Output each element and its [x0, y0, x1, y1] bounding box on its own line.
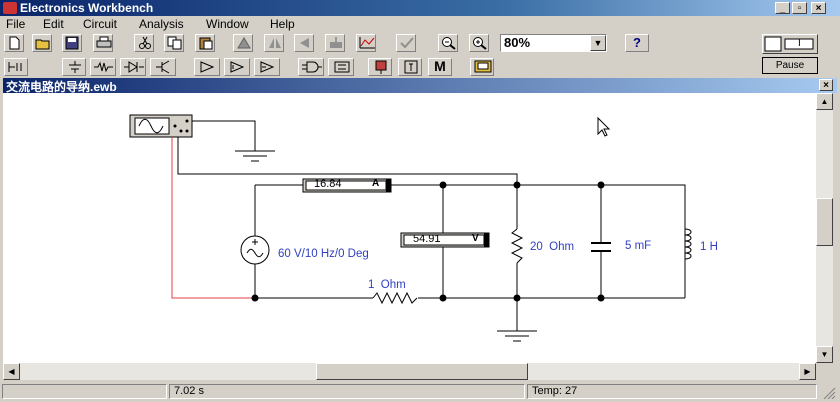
voltmeter-reading: 54.91 — [413, 233, 441, 245]
function-generator-icon[interactable] — [129, 114, 193, 138]
ground-icon — [235, 150, 275, 162]
title-bar: Electronics Workbench _ ▫ × — [0, 0, 840, 16]
source-label: 60 V/10 Hz/0 Deg — [278, 248, 369, 260]
standard-toolbar: 80% ▼ ? — [0, 32, 840, 54]
pause-button[interactable]: Pause — [762, 57, 818, 74]
capacitor-icon[interactable] — [591, 242, 611, 252]
vertical-scrollbar[interactable]: ▲ ▼ — [816, 93, 833, 363]
power-label: I — [798, 38, 801, 49]
parallel-resistor-label: 20 Ohm — [530, 241, 575, 253]
print-button[interactable] — [93, 34, 113, 52]
ammeter-icon[interactable] — [302, 178, 392, 193]
basic-bin-icon[interactable] — [90, 58, 116, 76]
menu-bar: File Edit Circuit Analysis Window Help — [0, 16, 840, 32]
zoom-in-button[interactable] — [469, 34, 489, 52]
status-bar: 7.02 s Temp: 27 — [0, 383, 840, 400]
flip-vertical-button[interactable] — [294, 34, 314, 52]
ammeter-unit: A — [372, 178, 380, 189]
analog-ics-bin-icon[interactable] — [194, 58, 220, 76]
parts-bin-toolbar: M — [0, 56, 840, 78]
instruments-bin-icon[interactable] — [470, 58, 494, 76]
zoom-select[interactable]: 80% ▼ — [500, 34, 607, 52]
open-button[interactable] — [32, 34, 52, 52]
cut-button[interactable] — [134, 34, 154, 52]
sources-bin-icon[interactable] — [62, 58, 86, 76]
scroll-down-icon[interactable]: ▼ — [816, 346, 833, 363]
help-button[interactable]: ? — [625, 34, 649, 52]
inductor-icon[interactable] — [684, 228, 692, 260]
red-wire — [171, 137, 255, 299]
document-title: 交流电路的导纳.ewb — [6, 80, 117, 94]
menu-analysis[interactable]: Analysis — [139, 17, 184, 31]
parallel-resistor-icon[interactable] — [510, 228, 524, 264]
rotate-button[interactable] — [233, 34, 253, 52]
resize-grip-icon[interactable] — [822, 386, 836, 400]
horizontal-scrollbar[interactable]: ◀ ▶ — [3, 363, 816, 380]
horizontal-scroll-thumb[interactable] — [316, 363, 528, 380]
close-button[interactable]: × — [811, 2, 826, 14]
zoom-out-button[interactable] — [438, 34, 458, 52]
mixed-ics-bin-icon[interactable] — [224, 58, 250, 76]
voltmeter-unit: V — [472, 233, 479, 244]
miscellaneous-bin-icon[interactable]: M — [428, 58, 452, 76]
component-properties-button[interactable] — [325, 34, 345, 52]
power-switch[interactable]: I — [762, 34, 818, 54]
status-temp: Temp: 27 — [527, 384, 817, 399]
scroll-left-icon[interactable]: ◀ — [3, 363, 20, 380]
series-resistor-label: 1 Ohm — [368, 279, 406, 291]
document-title-bar: 交流电路的导纳.ewb × — [3, 78, 837, 94]
voltmeter-icon[interactable] — [400, 232, 490, 249]
status-time: 7.02 s — [169, 384, 525, 399]
status-panel — [2, 384, 167, 399]
diodes-bin-icon[interactable] — [120, 58, 146, 76]
transistors-bin-icon[interactable] — [150, 58, 176, 76]
favorites-bin-icon[interactable] — [4, 58, 28, 76]
menu-window[interactable]: Window — [206, 17, 249, 31]
minimize-button[interactable]: _ — [775, 2, 790, 14]
vertical-scroll-thumb[interactable] — [816, 198, 833, 246]
document-close-button[interactable]: × — [819, 79, 833, 91]
paste-button[interactable] — [195, 34, 215, 52]
chevron-down-icon[interactable]: ▼ — [590, 35, 606, 51]
mouse-cursor-icon — [597, 116, 611, 137]
subcircuit-button[interactable] — [396, 34, 416, 52]
ammeter-reading: 16.84 — [314, 178, 342, 190]
circuit-schematic — [129, 114, 692, 342]
flip-horizontal-button[interactable] — [264, 34, 284, 52]
new-button[interactable] — [4, 34, 24, 52]
inductor-label: 1 H — [700, 241, 718, 253]
zoom-value: 80% — [504, 35, 531, 50]
app-icon — [3, 2, 17, 14]
menu-circuit[interactable]: Circuit — [83, 17, 118, 31]
scroll-right-icon[interactable]: ▶ — [799, 363, 816, 380]
menu-edit[interactable]: Edit — [43, 17, 64, 31]
window-title: Electronics Workbench — [20, 1, 154, 15]
logic-gates-bin-icon[interactable] — [298, 58, 324, 76]
copy-button[interactable] — [164, 34, 184, 52]
zoom-in-graph-button[interactable] — [356, 34, 376, 52]
controls-bin-icon[interactable] — [398, 58, 422, 76]
save-button[interactable] — [62, 34, 82, 52]
circuit-canvas[interactable]: 16.84 A 54.91 V 60 V/10 Hz/0 Deg 1 Ohm 2… — [3, 93, 816, 363]
indicators-bin-icon[interactable] — [368, 58, 392, 76]
scroll-up-icon[interactable]: ▲ — [816, 93, 833, 110]
menu-file[interactable]: File — [6, 17, 26, 31]
menu-help[interactable]: Help — [270, 17, 295, 31]
capacitor-label: 5 mF — [625, 240, 652, 252]
series-resistor-icon[interactable] — [372, 291, 418, 305]
digital-ics-bin-icon[interactable] — [254, 58, 280, 76]
ac-voltage-source-icon[interactable] — [240, 235, 270, 265]
restore-button[interactable]: ▫ — [792, 2, 807, 14]
ground-icon — [497, 298, 537, 342]
digital-bin-icon[interactable] — [328, 58, 354, 76]
